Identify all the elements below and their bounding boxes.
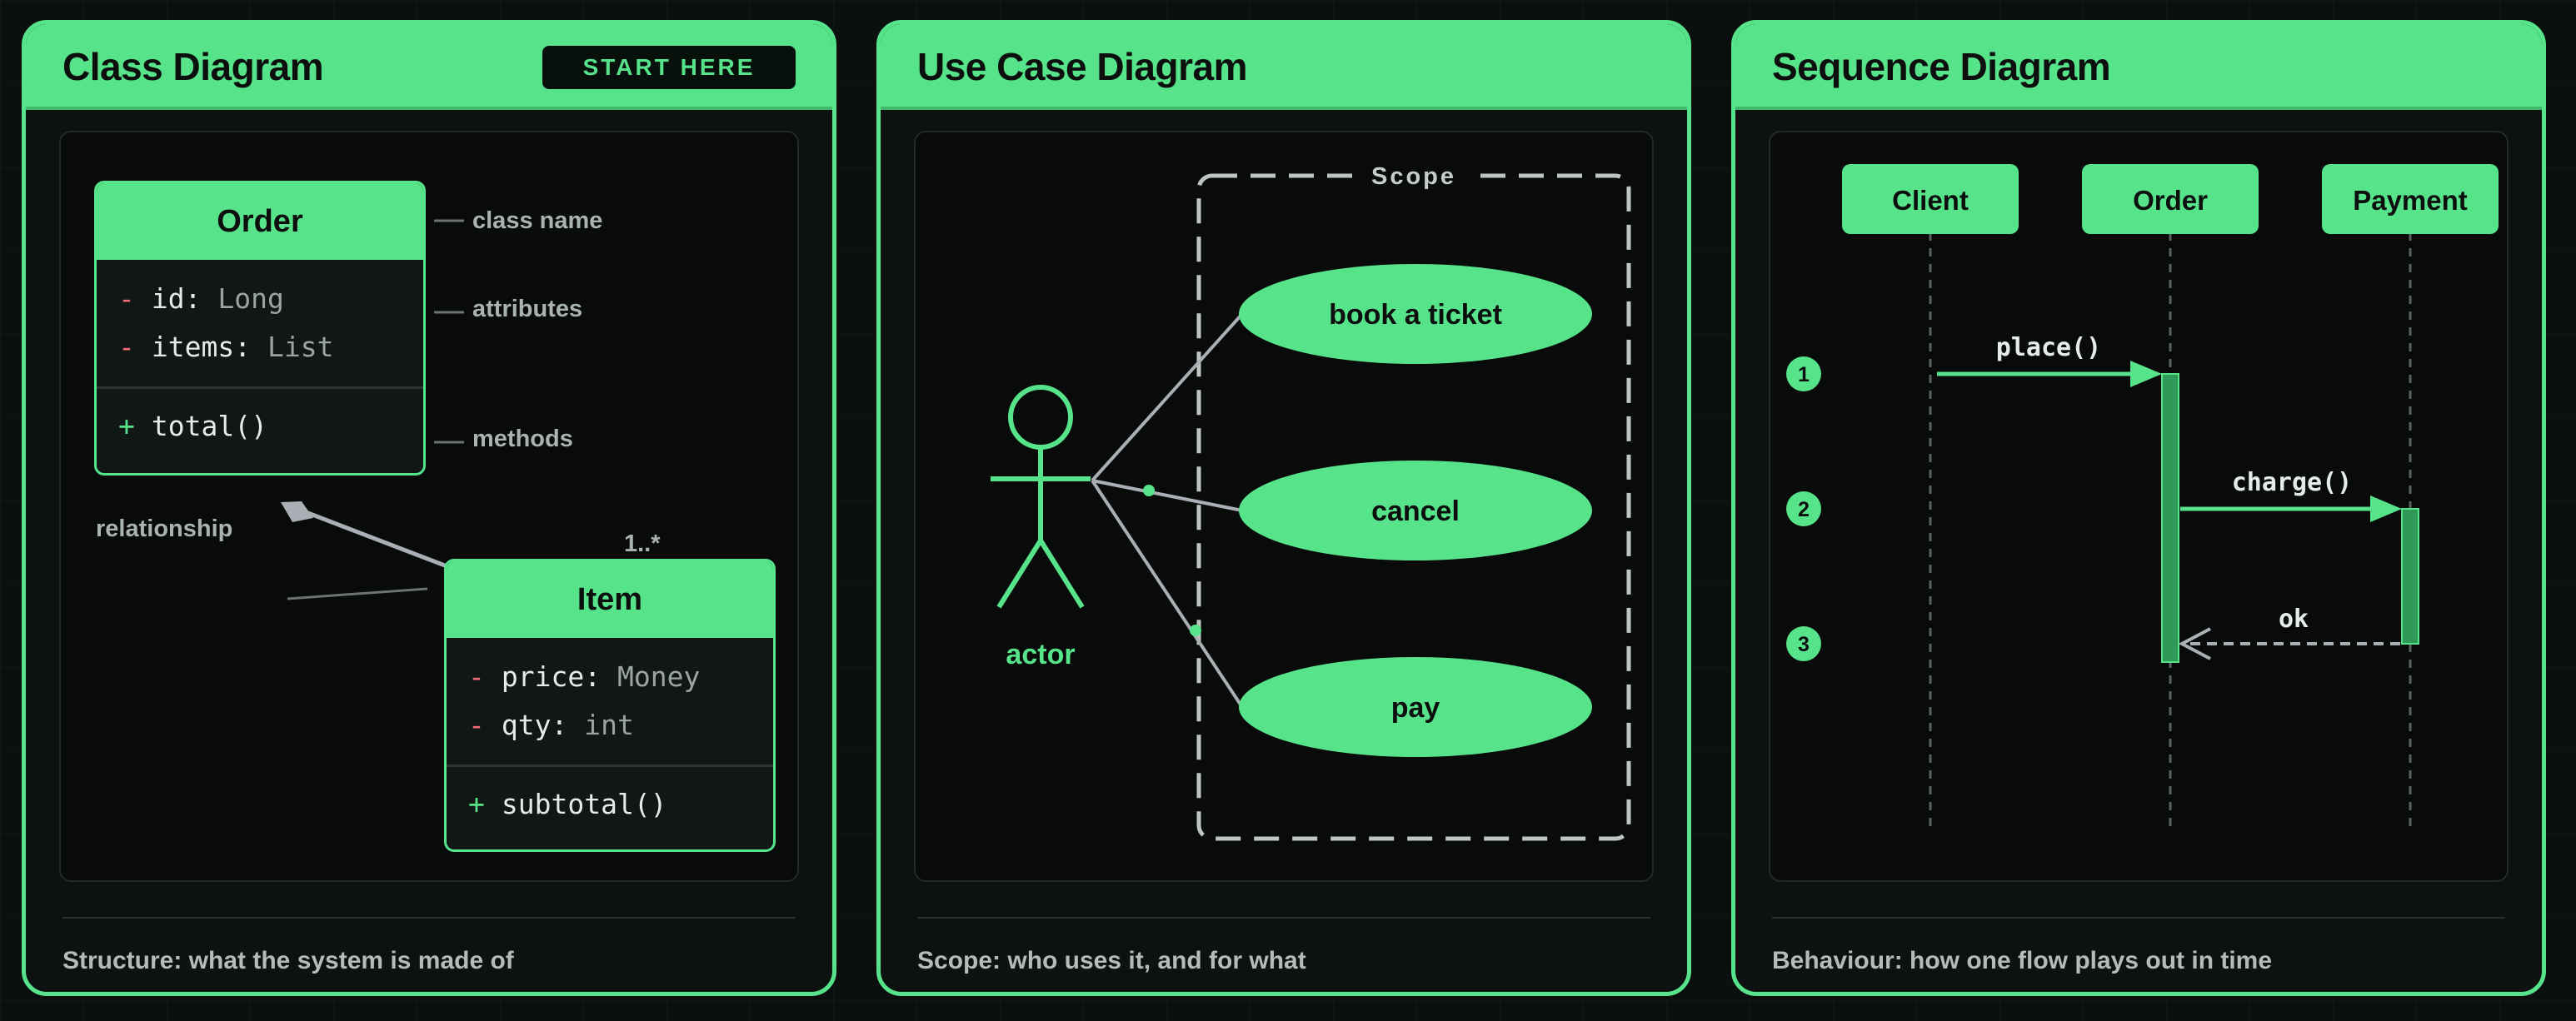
participant-payment[interactable]: Payment	[2322, 164, 2499, 234]
charge-arrowhead	[2370, 496, 2402, 522]
use-case-diagram-header: Use Case Diagram	[881, 24, 1687, 110]
use-case-book-a-ticket[interactable]: book a ticket	[1239, 264, 1592, 364]
sequence-diagram-caption: Behaviour: how one flow plays out in tim…	[1772, 947, 2273, 974]
actor-figure[interactable]	[991, 385, 1091, 609]
step-3-label: 3	[1798, 633, 1810, 656]
order-attributes: -id: Long -items: List	[97, 260, 423, 389]
pay-association-dot	[1190, 625, 1201, 636]
step-1-label: 1	[1798, 363, 1810, 386]
relationship-leader-line	[287, 587, 428, 600]
scope-label: Scope	[1371, 163, 1456, 190]
sequence-card-divider	[1772, 917, 2505, 919]
aggregation-diamond	[281, 501, 313, 522]
order-label: Order	[2133, 185, 2208, 216]
client-box	[1842, 164, 2019, 234]
actor-head	[1008, 385, 1073, 450]
payment-label: Payment	[2353, 185, 2468, 216]
participant-client[interactable]: Client	[1842, 164, 2019, 234]
order-class-name: Order	[97, 183, 423, 260]
order-method-total: +total()	[118, 410, 267, 442]
order-attribute-id: -id: Long	[118, 282, 284, 315]
payment-box	[2322, 164, 2499, 234]
use-case-diagram-card: Use Case Diagram Scope actor book a tick…	[876, 20, 1691, 996]
association-book-ticket	[1091, 312, 1244, 482]
order-attribute-items: -items: List	[118, 331, 334, 363]
association-cancel	[1091, 479, 1243, 512]
payment-activation-bar	[2401, 508, 2419, 645]
pay-label: pay	[1391, 692, 1440, 724]
actor-left-leg	[996, 539, 1043, 609]
item-method-subtotal: +subtotal()	[468, 788, 667, 820]
item-methods: +subtotal()	[447, 767, 773, 829]
message-place[interactable]: place()	[1937, 333, 2162, 387]
message-charge[interactable]: charge()	[2180, 468, 2402, 522]
step-2-label: 2	[1798, 498, 1810, 521]
sequence-diagram-panel: Client Order Payment place() charge()	[1769, 131, 2509, 882]
class-diagram-card: Class Diagram START HERE class name attr…	[22, 20, 836, 996]
association-pay	[1091, 479, 1244, 709]
step-marker-1: 1	[1786, 356, 1821, 391]
scope-label-background	[1357, 157, 1470, 194]
ok-message-label: ok	[2279, 605, 2309, 634]
cancel-ellipse	[1239, 461, 1592, 560]
sequence-diagram-header: Sequence Diagram	[1735, 24, 2542, 110]
place-arrowhead	[2130, 361, 2162, 387]
client-label: Client	[1892, 185, 1969, 216]
methods-annotation: methods	[472, 426, 573, 452]
multiplicity-label: 1..*	[624, 530, 661, 557]
actor-right-leg	[1038, 539, 1085, 609]
sequence-diagram-title: Sequence Diagram	[1772, 45, 2111, 88]
class-diagram-header: Class Diagram START HERE	[26, 24, 832, 110]
charge-message-label: charge()	[2232, 468, 2353, 497]
class-diagram-panel: class name attributes methods relationsh…	[59, 131, 799, 882]
item-class-name: Item	[447, 561, 773, 638]
participant-order[interactable]: Order	[2082, 164, 2259, 234]
message-ok[interactable]: ok	[2178, 605, 2400, 660]
item-attribute-qty: -qty: int	[468, 709, 634, 741]
item-attribute-price: -price: Money	[468, 660, 701, 693]
item-class-box[interactable]: Item -price: Money -qty: int +subtotal()	[444, 559, 776, 852]
class-diagram-title: Class Diagram	[62, 45, 324, 88]
class-card-divider	[62, 917, 796, 919]
class-diagram-caption: Structure: what the system is made of	[62, 947, 514, 974]
class-name-annotation: class name	[472, 207, 603, 234]
step-1-circle	[1786, 356, 1821, 391]
order-methods: +total()	[97, 389, 423, 451]
item-attributes: -price: Money -qty: int	[447, 638, 773, 767]
order-box	[2082, 164, 2259, 234]
place-message-label: place()	[1996, 333, 2101, 362]
pay-ellipse	[1239, 657, 1592, 757]
cancel-association-dot	[1143, 485, 1155, 496]
use-case-diagram-title: Use Case Diagram	[917, 45, 1247, 88]
sequence-diagram-card: Sequence Diagram Client Order Paymen	[1731, 20, 2546, 996]
step-2-circle	[1786, 491, 1821, 526]
order-class-box[interactable]: Order -id: Long -items: List +total()	[94, 181, 426, 476]
use-case-drawing: Scope actor book a ticket cancel	[991, 157, 1631, 841]
use-case-card-divider	[917, 917, 1650, 919]
step-marker-2: 2	[1786, 491, 1821, 526]
sequence-drawing: Client Order Payment place() charge()	[1786, 164, 2499, 830]
use-case-cancel[interactable]: cancel	[1239, 461, 1592, 560]
use-case-pay[interactable]: pay	[1239, 657, 1592, 757]
ok-open-arrowhead	[2178, 627, 2211, 660]
start-here-button[interactable]: START HERE	[542, 46, 796, 89]
book-a-ticket-label: book a ticket	[1329, 299, 1502, 331]
use-case-diagram-caption: Scope: who uses it, and for what	[917, 947, 1306, 974]
book-a-ticket-ellipse	[1239, 264, 1592, 364]
order-activation-bar	[2161, 373, 2179, 663]
use-case-diagram-panel: Scope actor book a ticket cancel	[914, 131, 1654, 882]
relationship-annotation: relationship	[96, 515, 233, 542]
actor-label: actor	[1006, 639, 1075, 670]
cancel-label: cancel	[1371, 496, 1460, 527]
step-marker-3: 3	[1786, 626, 1821, 661]
attributes-annotation: attributes	[472, 296, 583, 322]
step-3-circle	[1786, 626, 1821, 661]
